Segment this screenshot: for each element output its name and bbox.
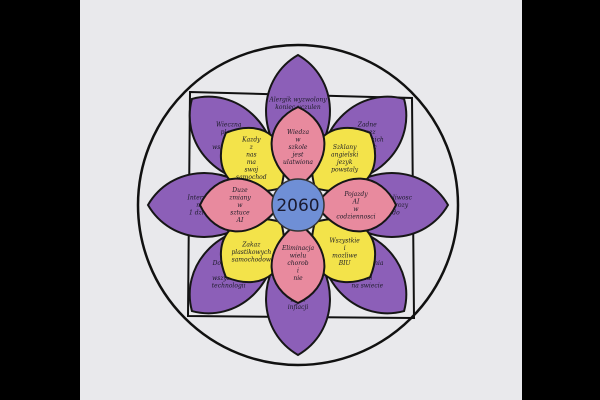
inner-petal-text-line: Pojazdy	[343, 191, 368, 198]
inner-petal-text-line: chorob	[287, 260, 308, 267]
mid-petal-text-line: mozliwe	[332, 253, 357, 260]
inner-petal-shape	[314, 177, 398, 233]
square-frame	[186, 90, 416, 320]
mid-petal-text-line: samochodow	[232, 256, 272, 263]
inner-petal-text-line: i	[297, 268, 299, 275]
outer-petal-text-line: do	[392, 210, 400, 217]
inner-petal-text-line: AI	[352, 198, 360, 205]
center-year-label: 2060	[276, 196, 319, 216]
mid-petal-text-line: BIU	[338, 260, 352, 267]
mid-petal-text-line: Zakaz	[241, 241, 261, 248]
outer-circle	[136, 43, 460, 367]
outer-petal-text-line: Alergik wyzwolony	[268, 97, 327, 104]
inner-petal-text-line: Eliminacja	[281, 245, 314, 252]
inner-petal-0	[270, 105, 326, 189]
outer-petal-text-line: Wieczna	[216, 122, 242, 129]
center-circle	[271, 178, 325, 232]
mid-petal-text-line: plastikowych	[231, 249, 271, 256]
outer-petal-text-line: Internet	[187, 195, 213, 202]
inner-petal-text-line: nie	[293, 275, 303, 282]
inner-petal-text-line: ulatwiona	[283, 159, 313, 166]
outer-petal-text-line: Mozliwosc	[379, 195, 413, 202]
inner-petal-text-line: codziennosci	[336, 213, 375, 220]
inner-petal-shape	[270, 105, 326, 189]
inner-petal-1	[314, 177, 398, 233]
outer-petal-text-line: Zadne	[357, 122, 377, 129]
inner-petal-2	[270, 221, 326, 305]
outer-petal-text-line: na swiecie	[351, 283, 383, 290]
inner-petal-text-line: Duze	[231, 187, 248, 194]
mid-petal-text-line: Kazdy	[241, 137, 261, 144]
mid-petal-text-line: ma	[247, 159, 257, 166]
inner-petal-text-line: jest	[291, 152, 304, 159]
inner-petal-shape	[198, 177, 282, 233]
mid-petal-text-line: swoj	[244, 167, 258, 174]
outer-petal-text-line: technologii	[212, 283, 246, 290]
inner-petal-text-line: sztuce	[230, 210, 250, 217]
outer-petal-text-line: 1 dzien	[189, 210, 211, 217]
inner-petal-shape	[270, 221, 326, 305]
inner-petal-text-line: AI	[236, 217, 244, 224]
mid-petal-text-line: nas	[246, 152, 257, 159]
inner-petal-text-line: w	[353, 206, 359, 213]
mid-petal-text-line: samochod	[236, 174, 267, 181]
mid-petal-text-line: angielski	[331, 152, 358, 159]
mid-petal-text-line: z	[249, 144, 254, 151]
outer-petal-text-line: inflacji	[288, 304, 309, 311]
inner-petal-text-line: szkole	[289, 144, 308, 151]
mid-petal-text-line: jezyk	[335, 159, 353, 166]
inner-petal-text-line: Wiedza	[287, 129, 310, 136]
mid-petal-text-line: Szklany	[333, 144, 357, 151]
mid-petal-text-line: powstaly	[331, 167, 359, 174]
inner-petal-text-line: w	[295, 137, 301, 144]
inner-petal-text-line: zmiany	[228, 195, 251, 202]
mid-petal-text-line: Wszystkie	[329, 238, 360, 245]
inner-petal-text-line: wielu	[290, 253, 307, 260]
inner-petal-text-line: w	[237, 202, 243, 209]
inner-petal-3	[198, 177, 282, 233]
mid-petal-text-line: i	[344, 245, 346, 252]
